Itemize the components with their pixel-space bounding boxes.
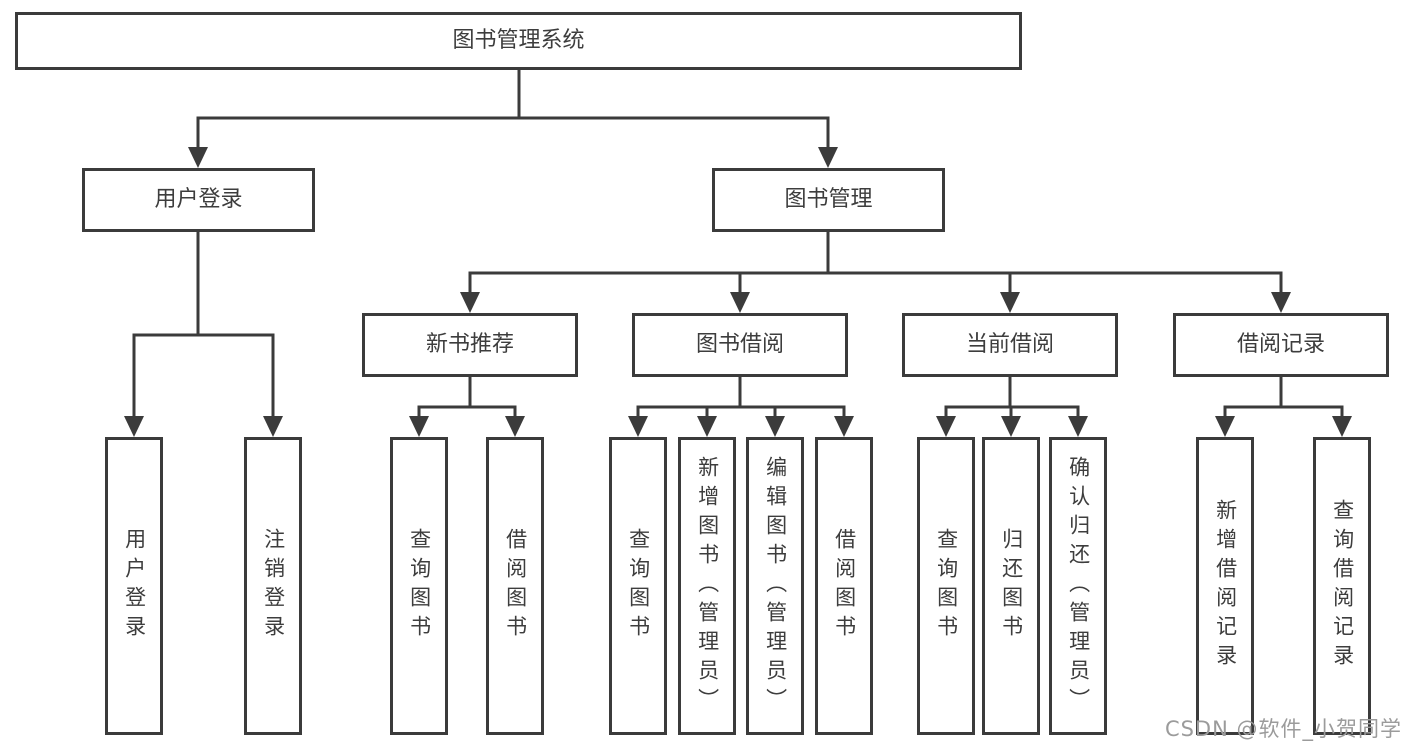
node-user-login: 用户登录 xyxy=(82,168,315,232)
leaf-user-login: 用户登录 xyxy=(105,437,163,735)
leaf-logout: 注销登录 xyxy=(244,437,302,735)
leaf-return-books: 归还图书 xyxy=(982,437,1040,735)
node-book-management: 图书管理 xyxy=(712,168,945,232)
node-library-management-system: 图书管理系统 xyxy=(15,12,1022,70)
leaf-add-borrow-record: 新增借阅记录 xyxy=(1196,437,1254,735)
leaf-add-book-admin: 新增图书（管理员） xyxy=(678,437,736,735)
leaf-query-books-2: 查询图书 xyxy=(609,437,667,735)
node-new-book-recommendation: 新书推荐 xyxy=(362,313,578,377)
leaf-edit-book-admin: 编辑图书（管理员） xyxy=(746,437,804,735)
csdn-watermark: CSDN @软件_小贺同学 xyxy=(1164,717,1402,741)
leaf-query-borrow-record: 查询借阅记录 xyxy=(1313,437,1371,735)
leaf-confirm-return-admin: 确认归还（管理员） xyxy=(1049,437,1107,735)
leaf-query-books-3: 查询图书 xyxy=(917,437,975,735)
leaf-borrow-books-1: 借阅图书 xyxy=(486,437,544,735)
node-borrowing-records: 借阅记录 xyxy=(1173,313,1389,377)
node-current-borrowing: 当前借阅 xyxy=(902,313,1118,377)
node-book-borrowing: 图书借阅 xyxy=(632,313,848,377)
leaf-borrow-books-2: 借阅图书 xyxy=(815,437,873,735)
leaf-query-books-1: 查询图书 xyxy=(390,437,448,735)
